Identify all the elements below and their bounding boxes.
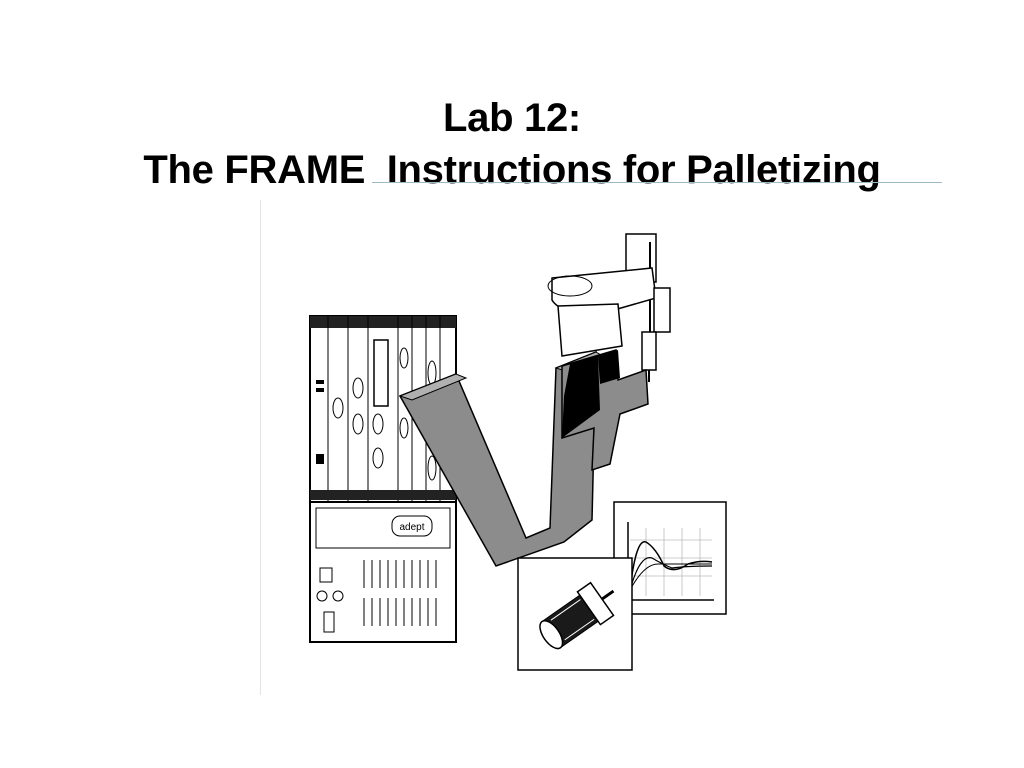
left-divider bbox=[260, 200, 261, 695]
motor-panel bbox=[517, 557, 633, 671]
title-line-1: Lab 12: bbox=[443, 96, 581, 140]
illustration: adept adept bbox=[309, 233, 727, 671]
plus-sign-graphic bbox=[561, 349, 649, 472]
slide-title: Lab 12: The FRAME Instructions for Palle… bbox=[0, 92, 1024, 196]
controller-chassis: adept bbox=[309, 315, 457, 643]
title-underline bbox=[372, 182, 942, 183]
title-line-2: The FRAME Instructions for Palletizing bbox=[143, 148, 881, 192]
controller-logo: adept bbox=[399, 522, 424, 533]
robot-arm: adept bbox=[547, 233, 671, 382]
